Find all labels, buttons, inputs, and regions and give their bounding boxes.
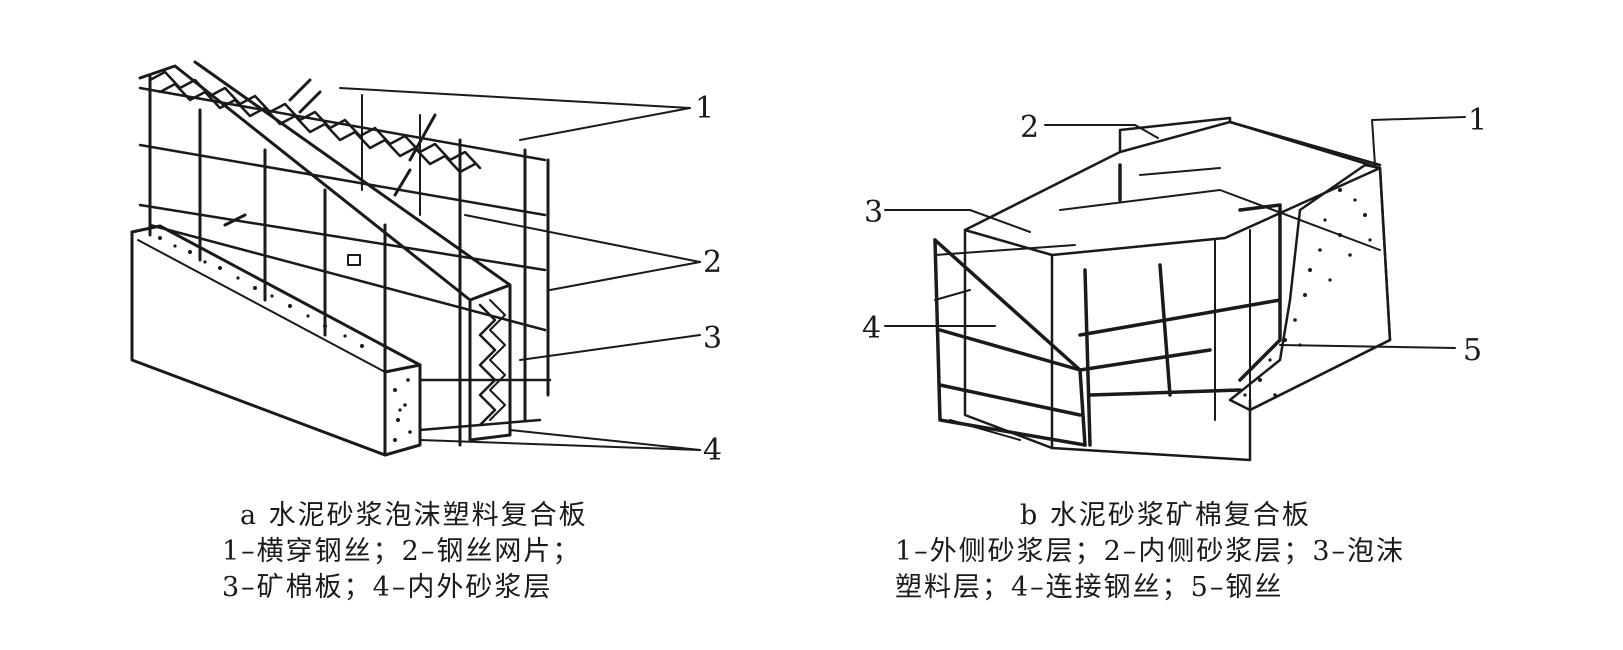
diagram-b: 1 2 3 4 5 [820, 0, 1620, 480]
leader-lines-a [339, 87, 701, 451]
mortar-layer-a [130, 224, 422, 457]
callout-b-3: 3 [864, 195, 883, 230]
caption-b-line1: 1–外侧砂浆层；2–内侧砂浆层；3–泡沫 [895, 536, 1406, 567]
outer-mortar-b [1228, 163, 1392, 412]
callout-a-4: 4 [703, 433, 722, 468]
wire-frame-b [933, 163, 1282, 447]
diagram-b-drawing: 1 2 3 4 5 [862, 103, 1487, 462]
caption-a: a 水泥砂浆泡沫塑料复合板 1–横穿钢丝；2–钢丝网片； 3–矿棉板；4–内外砂… [222, 498, 642, 606]
callout-b-5: 5 [1463, 333, 1482, 368]
caption-b-title: b 水泥砂浆矿棉复合板 [1020, 500, 1311, 531]
caption-a-title: a 水泥砂浆泡沫塑料复合板 [240, 500, 588, 531]
callout-b-4: 4 [862, 311, 881, 346]
caption-b-line2: 塑料层；4–连接钢丝；5–钢丝 [895, 572, 1284, 603]
diagram-a-drawing: 1 2 3 4 [130, 60, 722, 468]
caption-b: b 水泥砂浆矿棉复合板 1–外侧砂浆层；2–内侧砂浆层；3–泡沫 塑料层；4–连… [895, 498, 1485, 606]
steel-wires-b [934, 229, 1251, 441]
transverse-wires-a [223, 78, 437, 266]
callout-a-3: 3 [703, 321, 722, 356]
caption-a-line2: 3–矿棉板；4–内外砂浆层 [222, 572, 553, 603]
callout-a-1: 1 [695, 91, 714, 126]
wire-mesh-horizontals-a [138, 86, 552, 432]
caption-a-line1: 1–横穿钢丝；2–钢丝网片； [222, 536, 582, 567]
panel-block-b [963, 116, 1392, 462]
outer-mortar-stipple-b [1243, 188, 1372, 397]
callout-b-1: 1 [1468, 103, 1487, 138]
callout-b-2: 2 [1020, 110, 1039, 145]
leader-lines-b [884, 116, 1466, 349]
diagram-a: 1 2 3 4 [0, 0, 800, 480]
callout-a-2: 2 [703, 245, 722, 280]
wire-mesh-a [148, 73, 550, 447]
